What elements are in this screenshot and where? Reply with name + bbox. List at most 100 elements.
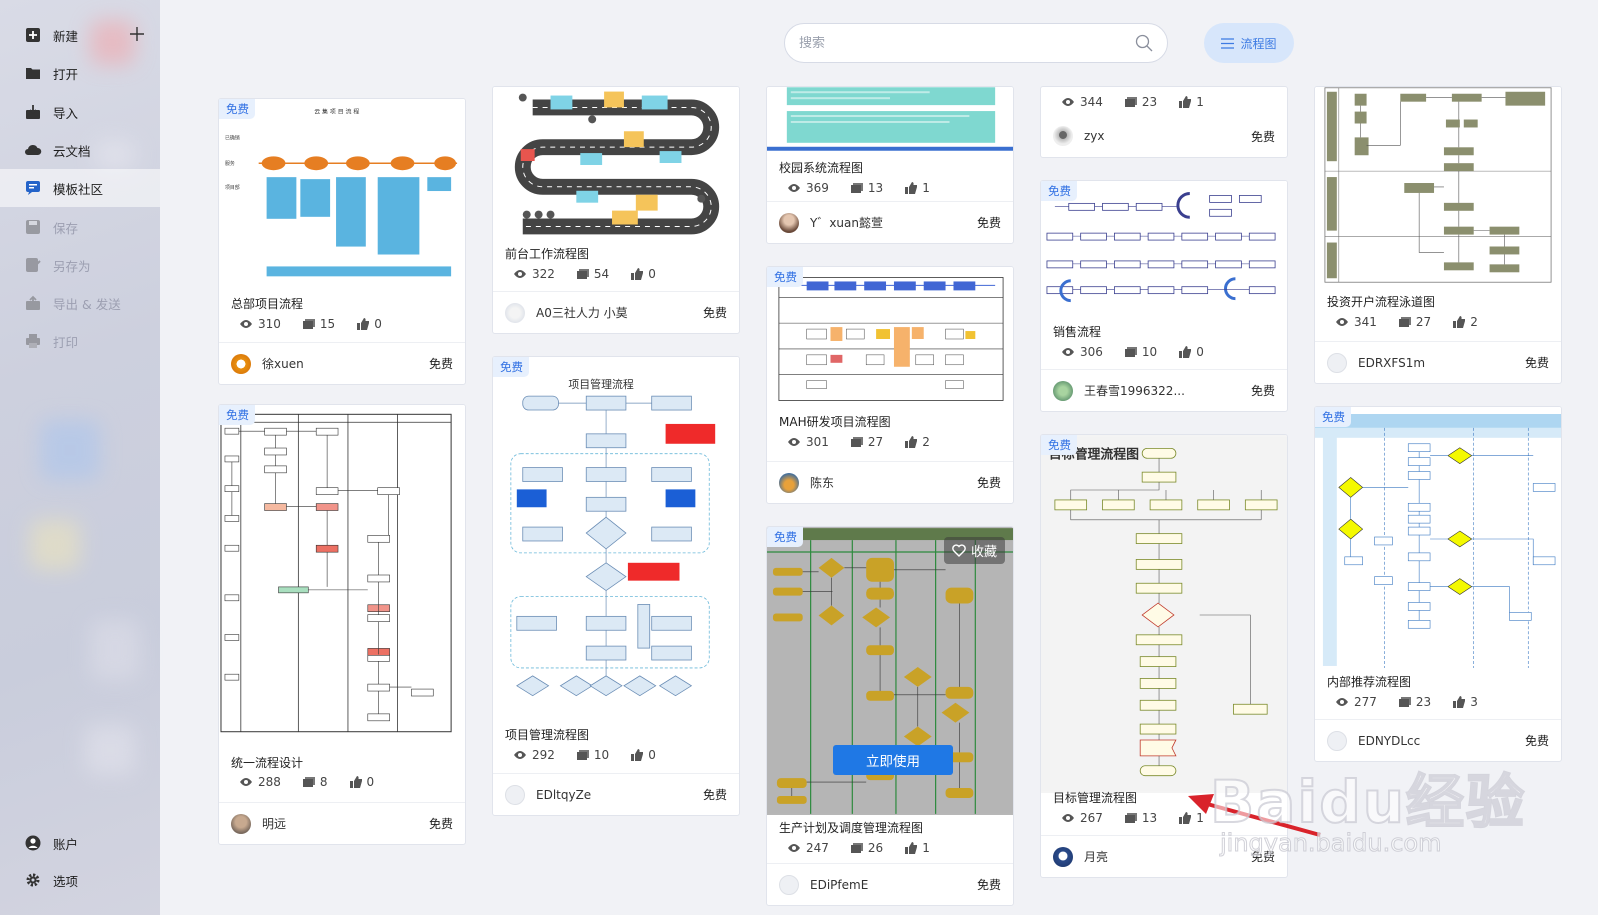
template-card[interactable]: 免费 统一流程设计 288 8 0 明远 免费 <box>218 404 466 845</box>
template-card[interactable]: 项目管理流程 免费 项目管理流程图 <box>492 356 740 816</box>
card-footer: EDRXFS1m 免费 <box>1315 341 1561 383</box>
free-tag: 免费 <box>1041 181 1077 201</box>
card-title: 目标管理流程图 <box>1053 791 1138 805</box>
template-card[interactable]: 免费 内部推荐流程图 277 23 3 EDNYDLcc 免费 <box>1314 406 1562 762</box>
sidebar-item-export: 导出 & 发送 <box>0 284 160 322</box>
free-tag: 免费 <box>219 405 255 425</box>
view-count: 369 <box>806 181 829 195</box>
view-count: 292 <box>532 748 555 762</box>
avatar <box>1053 126 1073 146</box>
eye-icon <box>1336 698 1348 706</box>
template-thumbnail[interactable] <box>1041 181 1287 319</box>
comment-icon <box>1398 696 1411 707</box>
sidebar-item-label: 打印 <box>53 334 79 350</box>
like-count: 0 <box>648 267 656 281</box>
sidebar-item-template-community[interactable]: 模板社区 <box>0 169 160 207</box>
card-footer: 王春雪1996322... 免费 <box>1041 369 1287 411</box>
avatar <box>1327 352 1347 373</box>
template-card[interactable]: 免费 收藏 立即使用 生产计划及调度管理流程图 247 26 1 EDiPfem… <box>766 526 1014 906</box>
avatar <box>231 353 251 374</box>
author-name: 陈东 <box>810 476 835 490</box>
sidebar-item-options[interactable]: 选项 <box>0 861 160 899</box>
eye-icon <box>1062 814 1074 822</box>
price-label: 免费 <box>428 817 453 831</box>
author-name: EDNYDLcc <box>1358 733 1421 748</box>
card-title: 内部推荐流程图 <box>1327 675 1412 689</box>
card-footer: 陈东 免费 <box>767 461 1013 503</box>
template-thumbnail[interactable] <box>219 405 465 745</box>
comment-icon <box>1124 812 1137 823</box>
sidebar-item-label: 账户 <box>53 836 79 852</box>
price-label: 免费 <box>976 216 1001 230</box>
sidebar-item-account[interactable]: 账户 <box>0 824 160 862</box>
comment-icon <box>850 182 863 193</box>
template-card[interactable]: 云 集 项 目 流 程 已确销 服务 项目部 免费 总部项目流程 310 15 … <box>218 98 466 385</box>
template-card[interactable]: 校园系统流程图 369 13 1 Y゛xuan懿萱 免费 <box>766 86 1014 244</box>
svg-text:已确销: 已确销 <box>225 134 240 141</box>
eye-icon <box>240 320 252 328</box>
template-thumbnail[interactable]: 目标管理流程图 <box>1041 435 1287 793</box>
card-footer: EDltqyZe 免费 <box>493 773 739 815</box>
template-card[interactable]: 免费 MAH研发项目流程图 301 27 2 陈东 免费 <box>766 266 1014 504</box>
use-now-button[interactable]: 立即使用 <box>833 745 953 775</box>
card-title: 项目管理流程图 <box>505 728 590 742</box>
search-input[interactable] <box>799 35 1135 51</box>
sidebar-item-new[interactable]: 新建 <box>0 16 160 54</box>
comment-count: 15 <box>319 317 336 331</box>
avatar <box>779 874 799 895</box>
avatar <box>505 784 525 805</box>
sidebar-item-import[interactable]: 导入 <box>0 93 160 131</box>
template-thumbnail[interactable] <box>767 87 1013 151</box>
template-card[interactable]: 344 23 1 zyx 免费 <box>1040 86 1288 158</box>
like-count: 2 <box>1470 315 1478 329</box>
like-count: 3 <box>1470 695 1478 709</box>
sidebar-item-label: 导出 & 发送 <box>53 296 121 312</box>
view-count: 344 <box>1080 95 1103 109</box>
like-count: 1 <box>1196 95 1204 109</box>
list-icon <box>1221 37 1235 49</box>
search-box[interactable] <box>784 23 1168 63</box>
template-thumbnail[interactable] <box>1315 407 1561 669</box>
template-thumbnail[interactable] <box>493 87 739 239</box>
author-name: 月亮 <box>1084 850 1109 864</box>
flowchart-filter-button[interactable]: 流程图 <box>1204 23 1294 63</box>
comment-count: 13 <box>867 181 884 195</box>
template-card[interactable]: 前台工作流程图 322 54 0 A0三社人力 小莫 免费 <box>492 86 740 334</box>
flowchart-preview <box>1324 87 1552 283</box>
plus-icon[interactable] <box>128 25 146 43</box>
like-count: 0 <box>1196 345 1204 359</box>
flowchart-preview: 项目管理流程 <box>510 377 716 697</box>
eye-icon <box>788 438 800 446</box>
template-thumbnail[interactable] <box>767 267 1013 409</box>
flowchart-preview <box>514 91 720 235</box>
card-title: 前台工作流程图 <box>505 247 590 261</box>
sidebar-item-open[interactable]: 打开 <box>0 54 160 92</box>
author-name: A0三社人力 小莫 <box>536 306 628 320</box>
author-name: zyx <box>1084 129 1105 143</box>
card-title: 校园系统流程图 <box>779 161 864 175</box>
template-card[interactable]: 目标管理流程图 免费 目标管理流程图 267 13 1 月亮 免费 <box>1040 434 1288 878</box>
thumb-up-icon <box>357 318 370 330</box>
template-community-icon <box>24 179 42 197</box>
price-label: 免费 <box>428 357 453 371</box>
eye-icon <box>788 184 800 192</box>
sidebar-item-label: 打开 <box>53 66 79 82</box>
free-tag: 免费 <box>493 357 529 377</box>
search-icon[interactable] <box>1135 34 1153 52</box>
card-stats: 288 8 0 <box>239 775 396 789</box>
view-count: 301 <box>806 435 829 449</box>
thumbnail-title: 项目管理流程 <box>568 377 634 391</box>
card-stats: 267 13 1 <box>1061 811 1226 825</box>
template-card[interactable]: 投资开户流程泳道图 341 27 2 EDRXFS1m 免费 <box>1314 86 1562 384</box>
thumb-up-icon <box>905 436 918 448</box>
template-card[interactable]: 免费 销售流程 306 10 0 王春雪1996322... 免费 <box>1040 180 1288 412</box>
template-thumbnail[interactable] <box>1315 87 1561 283</box>
template-thumbnail[interactable]: 项目管理流程 <box>493 357 739 719</box>
sidebar-item-cloud[interactable]: 云文档 <box>0 131 160 169</box>
view-count: 306 <box>1080 345 1103 359</box>
account-icon <box>24 834 42 852</box>
price-label: 免费 <box>976 476 1001 490</box>
template-thumbnail[interactable]: 云 集 项 目 流 程 已确销 服务 项目部 <box>219 99 465 291</box>
favorite-button[interactable]: 收藏 <box>943 537 1005 564</box>
flowchart-preview <box>1046 191 1276 303</box>
